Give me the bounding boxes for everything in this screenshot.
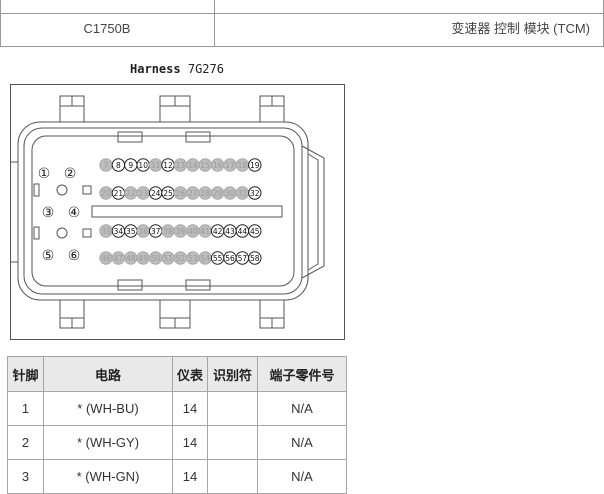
- pin-10-label: 10: [138, 161, 148, 170]
- harness-title: Harness 7G276: [0, 62, 354, 76]
- cell-circuit: * (WH-GY): [43, 425, 173, 460]
- pin-56-label: 56: [225, 254, 235, 263]
- pin-table-header: 针脚 电路 仪表 识别符 端子零件号: [7, 356, 347, 392]
- dtc-table: C1750B 变速器 控制 模块 (TCM): [0, 0, 604, 47]
- pin-51-label: 51: [163, 254, 173, 263]
- pin-40-label: 40: [188, 227, 198, 236]
- pin-4-label: ④: [68, 205, 81, 221]
- cell-gauge: 14: [172, 425, 208, 460]
- pin-29-label: 29: [213, 189, 223, 198]
- pin-28-label: 28: [200, 189, 210, 198]
- cell-circuit: * (WH-BU): [43, 391, 173, 426]
- table-row: 2 * (WH-GY) 14 N/A: [7, 425, 347, 460]
- cell-part-number: N/A: [257, 459, 347, 494]
- cell-gauge: 14: [172, 391, 208, 426]
- cell-circuit: * (WH-GN): [43, 459, 173, 494]
- header-pin: 针脚: [7, 356, 44, 392]
- pin-48-label: 48: [126, 254, 136, 263]
- column-divider: [214, 0, 215, 46]
- cell-identifier: [207, 459, 258, 494]
- harness-code: 7G276: [187, 62, 224, 76]
- pin-31-label: 31: [238, 189, 248, 198]
- pin-45-circle: [248, 224, 262, 238]
- pin-49-label: 49: [138, 254, 148, 263]
- pin-25-label: 25: [163, 189, 173, 198]
- cell-gauge: 14: [172, 459, 208, 494]
- pin-55-label: 55: [213, 254, 223, 263]
- pin-14-label: 14: [188, 161, 198, 170]
- table-border-left: [0, 0, 1, 46]
- pin-44-label: 44: [238, 227, 248, 236]
- pin-26-label: 26: [176, 189, 186, 198]
- dtc-code: C1750B: [83, 21, 131, 36]
- dtc-row: [0, 13, 604, 46]
- pin-3-label: ③: [42, 205, 55, 221]
- harness-label: Harness: [130, 62, 181, 76]
- pin-38-label: 38: [163, 227, 173, 236]
- pin-11-label: 11: [151, 161, 161, 170]
- pin-35-label: 35: [126, 227, 136, 236]
- pin-13-label: 13: [176, 161, 186, 170]
- header-circuit: 电路: [43, 356, 173, 392]
- pin-36-label: 36: [138, 227, 148, 236]
- table-row: 3 * (WH-GN) 14 N/A: [7, 459, 347, 494]
- pin-33-label: 33: [101, 227, 111, 236]
- cell-identifier: [207, 425, 258, 460]
- pin-23-label: 23: [138, 189, 148, 198]
- pin-8-label: 8: [116, 161, 121, 170]
- pin-58-label: 58: [250, 254, 260, 263]
- pin-2-label: ②: [64, 166, 77, 182]
- pin-47-label: 47: [114, 254, 124, 263]
- pin-7-label: 7: [104, 161, 109, 170]
- pin-18-label: 18: [238, 161, 248, 170]
- pin-9-label: 9: [128, 161, 133, 170]
- pin-12-label: 12: [163, 161, 173, 170]
- pin-5-label: ⑤: [42, 248, 55, 264]
- table-row: 1 * (WH-BU) 14 N/A: [7, 391, 347, 426]
- pin-37-label: 37: [151, 227, 161, 236]
- pin-24-label: 24: [151, 189, 161, 198]
- cell-pin: 3: [7, 459, 44, 494]
- pin-45-label: 45: [250, 227, 260, 236]
- pin-53-label: 53: [188, 254, 198, 263]
- pin-30-label: 30: [225, 189, 235, 198]
- cell-part-number: N/A: [257, 391, 347, 426]
- pin-57-label: 57: [238, 254, 248, 263]
- pin-32-circle: [248, 186, 262, 200]
- pin-19-circle: [248, 158, 262, 172]
- header-gauge: 仪表: [172, 356, 208, 392]
- pin-21-label: 21: [114, 189, 124, 198]
- pin-52-label: 52: [176, 254, 186, 263]
- pin-39-label: 39: [176, 227, 186, 236]
- pin-54-label: 54: [200, 254, 210, 263]
- pin-42-label: 42: [213, 227, 223, 236]
- pin-43-label: 43: [225, 227, 235, 236]
- pin-46-label: 46: [101, 254, 111, 263]
- cell-pin: 1: [7, 391, 44, 426]
- pin-16-label: 16: [213, 161, 223, 170]
- pin-58-circle: [248, 251, 262, 265]
- header-part-number: 端子零件号: [257, 356, 347, 392]
- pin-50-label: 50: [151, 254, 161, 263]
- cell-part-number: N/A: [257, 425, 347, 460]
- cell-pin: 2: [7, 425, 44, 460]
- pin-table: 针脚 电路 仪表 识别符 端子零件号 1 * (WH-BU) 14 N/A 2 …: [7, 356, 347, 494]
- left-pin-group: ① ② ③ ④ ⑤ ⑥: [38, 166, 81, 264]
- pin-41-label: 41: [200, 227, 210, 236]
- pin-20-label: 20: [101, 189, 111, 198]
- pin-32-label: 32: [250, 189, 260, 198]
- header-identifier: 识别符: [207, 356, 258, 392]
- pin-27-label: 27: [188, 189, 198, 198]
- pin-17-label: 17: [225, 161, 235, 170]
- pin-1-label: ①: [38, 166, 51, 182]
- cell-identifier: [207, 391, 258, 426]
- pin-34-label: 34: [114, 227, 124, 236]
- pin-15-label: 15: [200, 161, 210, 170]
- dtc-description: 变速器 控制 模块 (TCM): [451, 21, 590, 36]
- pin-22-label: 22: [126, 189, 136, 198]
- pin-19-label: 19: [250, 161, 260, 170]
- pin-6-label: ⑥: [68, 248, 81, 264]
